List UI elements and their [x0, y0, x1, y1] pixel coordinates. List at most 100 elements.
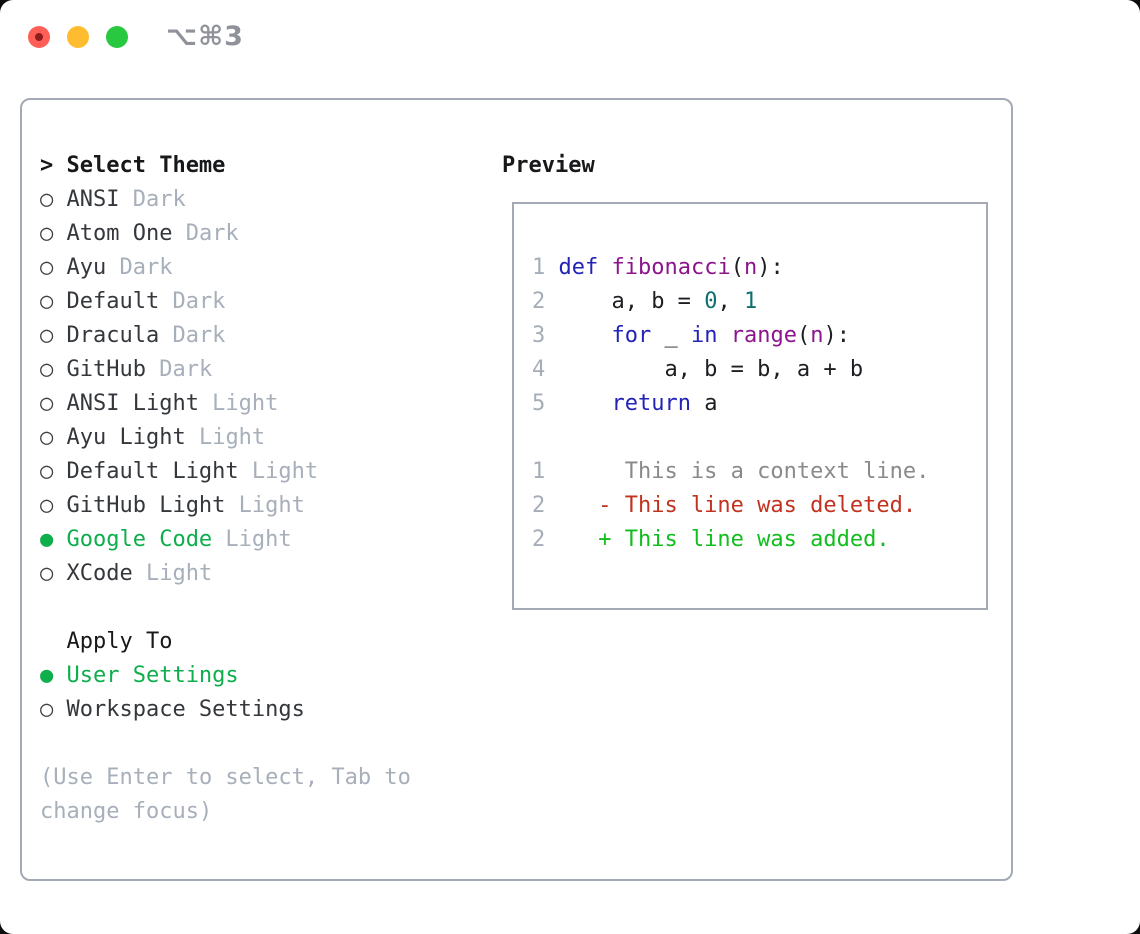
option-variant: Dark: [145, 357, 213, 382]
theme-option[interactable]: ○Ayu Light Light: [40, 421, 411, 455]
minimize-icon[interactable]: [67, 26, 89, 48]
help-text-line1: (Use Enter to select, Tab to: [40, 765, 411, 790]
apply-to-list: ●User Settings○Workspace Settings: [40, 659, 411, 727]
code-token: This is a context line.: [545, 459, 930, 484]
line-number: 5: [532, 391, 546, 416]
option-label: Google Code: [66, 527, 213, 552]
radio-unselected-icon: ○: [40, 697, 54, 722]
code-token: 1: [743, 289, 758, 314]
option-variant: Light: [225, 493, 305, 518]
preview-line: 5 return a: [532, 387, 929, 421]
select-theme-label: Select Theme: [66, 153, 226, 178]
option-label: Ayu Light: [66, 425, 186, 450]
preview-line: 1 This is a context line.: [532, 455, 929, 489]
option-label: ANSI Light: [66, 391, 199, 416]
theme-option[interactable]: ○ ANSI Light Light: [40, 387, 411, 421]
code-token: (: [730, 255, 744, 280]
spacer: [40, 591, 411, 625]
apply-to-option[interactable]: ●User Settings: [40, 659, 411, 693]
preview-line: 3 for _ in range(n):: [532, 319, 929, 353]
theme-list-column: >Select Theme ○ANSI Dark○Atom One Dark○A…: [40, 149, 411, 829]
titlebar: ⌥⌘3: [0, 0, 1140, 70]
code-token: 0: [704, 289, 718, 314]
code-token: a: [690, 391, 718, 416]
radio-unselected-icon: ○: [40, 289, 54, 314]
radio-unselected-icon: ○: [40, 391, 54, 416]
option-label: Atom One: [66, 221, 173, 246]
code-token: n: [810, 323, 824, 348]
apply-to-option[interactable]: ○Workspace Settings: [40, 693, 411, 727]
option-label: XCode: [66, 561, 133, 586]
select-theme-header: > Select Theme: [40, 149, 411, 183]
theme-option[interactable]: ○ Atom One Dark: [40, 217, 411, 251]
preview-line: 1 def fibonacci(n):: [532, 251, 929, 285]
line-number: 1: [532, 459, 546, 484]
line-number: 1: [532, 255, 546, 280]
theme-option[interactable]: ○ XCode Light: [40, 557, 411, 591]
radio-selected-icon: ●: [40, 527, 54, 552]
code-token: + This line was added.: [545, 527, 890, 552]
line-number: 3: [532, 323, 546, 348]
preview-line: 2 + This line was added.: [532, 523, 929, 557]
radio-unselected-icon: ○: [40, 187, 54, 212]
code-token: def: [558, 255, 599, 280]
code-token: - This line was deleted.: [545, 493, 917, 518]
code-token: in: [690, 323, 718, 348]
spacer: [40, 727, 411, 761]
line-number: 2: [532, 527, 546, 552]
option-variant: Light: [212, 527, 292, 552]
radio-unselected-icon: ○: [40, 493, 54, 518]
option-variant: Light: [185, 425, 266, 450]
radio-unselected-icon: ○: [40, 221, 54, 246]
radio-unselected-icon: ○: [40, 357, 54, 382]
code-token: [545, 323, 611, 348]
theme-option[interactable]: ○ Default Dark: [40, 285, 411, 319]
option-variant: Light: [198, 391, 279, 416]
preview-header: Preview: [502, 153, 595, 178]
option-label: GitHub Light: [66, 493, 226, 518]
option-variant: Dark: [119, 187, 186, 212]
code-token: a, b =: [545, 289, 705, 314]
theme-option[interactable]: ○Default Light Light: [40, 455, 411, 489]
code-token: [545, 391, 611, 416]
theme-option[interactable]: ○Ayu Dark: [40, 251, 411, 285]
code-token: a, b = b, a + b: [545, 357, 864, 382]
code-token: ):: [757, 255, 784, 280]
option-variant: Light: [132, 561, 213, 586]
line-number: 2: [532, 289, 546, 314]
theme-option[interactable]: ● Google Code Light: [40, 523, 411, 557]
radio-unselected-icon: ○: [40, 255, 54, 280]
preview-line: 4 a, b = b, a + b: [532, 353, 929, 387]
preview-line: 2 a, b = 0, 1: [532, 285, 929, 319]
theme-option[interactable]: ○ GitHub Dark: [40, 353, 411, 387]
radio-unselected-icon: ○: [40, 561, 54, 586]
code-token: fibonacci: [611, 255, 731, 280]
code-token: range: [730, 323, 797, 348]
theme-option[interactable]: ○ANSI Dark: [40, 183, 411, 217]
option-variant: Dark: [159, 289, 226, 314]
code-token: [717, 323, 730, 348]
preview-line: 2 - This line was deleted.: [532, 489, 929, 523]
option-label: Ayu: [66, 255, 107, 280]
line-number: 2: [532, 493, 546, 518]
help-text-line2: change focus): [40, 799, 213, 824]
option-variant: Dark: [172, 221, 239, 246]
option-variant: Dark: [159, 323, 226, 348]
code-token: [598, 255, 611, 280]
radio-unselected-icon: ○: [40, 459, 54, 484]
theme-option[interactable]: ○ GitHub Light Light: [40, 489, 411, 523]
code-token: for: [611, 323, 652, 348]
theme-selector-panel: >Select Theme ○ANSI Dark○Atom One Dark○A…: [20, 98, 1013, 881]
code-token: ,: [717, 289, 744, 314]
zoom-icon[interactable]: [106, 26, 128, 48]
apply-to-header: Apply To: [66, 629, 173, 654]
option-label: Dracula: [66, 323, 160, 348]
option-label: GitHub: [66, 357, 146, 382]
option-label: Default: [66, 289, 160, 314]
radio-selected-icon: ●: [40, 663, 54, 688]
close-icon[interactable]: [28, 26, 50, 48]
pointer-icon: >: [40, 153, 54, 178]
theme-list: ○ANSI Dark○Atom One Dark○Ayu Dark○Defaul…: [40, 183, 411, 591]
theme-option[interactable]: ○Dracula Dark: [40, 319, 411, 353]
